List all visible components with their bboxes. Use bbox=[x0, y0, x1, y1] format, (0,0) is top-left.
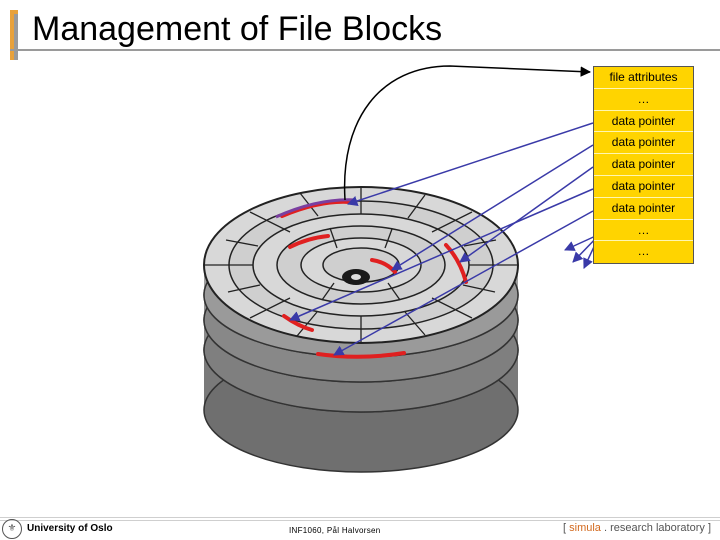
footer-brand-close: ] bbox=[707, 522, 711, 534]
pointer-arrow-5 bbox=[333, 210, 594, 356]
inode-row-ellipsis: … bbox=[637, 244, 650, 259]
footer-divider bbox=[0, 517, 720, 518]
footer-brand-open: [ bbox=[563, 522, 567, 534]
footer-university: University of Oslo bbox=[27, 523, 113, 534]
inode-row-ellipsis: … bbox=[594, 89, 693, 111]
pointer-arrows bbox=[289, 122, 601, 356]
inode-row-data-pointer: data pointer bbox=[594, 176, 693, 198]
footer-brand-simula: simula bbox=[569, 522, 601, 534]
footer-brand: [ simula . research laboratory ] bbox=[563, 522, 711, 534]
title-accent-bar-gray bbox=[14, 14, 18, 60]
title-underline bbox=[10, 49, 720, 51]
pointer-arrow-1 bbox=[347, 122, 594, 207]
pointer-arrow-3 bbox=[459, 166, 594, 263]
footer-course: INF1060, Pål Halvorsen bbox=[289, 526, 381, 535]
inode-row-data-pointer: data pointer bbox=[594, 132, 693, 155]
data-block-6 bbox=[316, 351, 406, 359]
pointer-arrow-4 bbox=[289, 188, 594, 322]
sector-dividers bbox=[204, 187, 518, 343]
platter-top bbox=[203, 186, 519, 358]
data-blocks bbox=[280, 199, 468, 359]
inode-table: file attributes … data pointer data poin… bbox=[593, 66, 694, 264]
inode-reference-arrow bbox=[343, 65, 592, 201]
inode-row-attributes: file attributes bbox=[594, 67, 693, 89]
data-block-2 bbox=[288, 234, 330, 249]
footer-divider-secondary bbox=[0, 520, 720, 521]
pointer-arrow-2 bbox=[391, 144, 594, 271]
university-seal-icon: ⚜ bbox=[2, 519, 22, 539]
data-block-4 bbox=[444, 243, 468, 284]
inode-row-data-pointer: data pointer bbox=[594, 198, 693, 220]
inode-row-data-pointer: data pointer bbox=[594, 154, 693, 176]
inode-row-data-pointer: data pointer bbox=[594, 111, 693, 133]
platter-stack bbox=[203, 186, 519, 473]
footer-brand-rest: . research laboratory bbox=[603, 522, 705, 534]
inode-row-ellipsis: … bbox=[594, 220, 693, 242]
data-block-5 bbox=[282, 314, 314, 332]
slide-title: Management of File Blocks bbox=[32, 10, 443, 48]
